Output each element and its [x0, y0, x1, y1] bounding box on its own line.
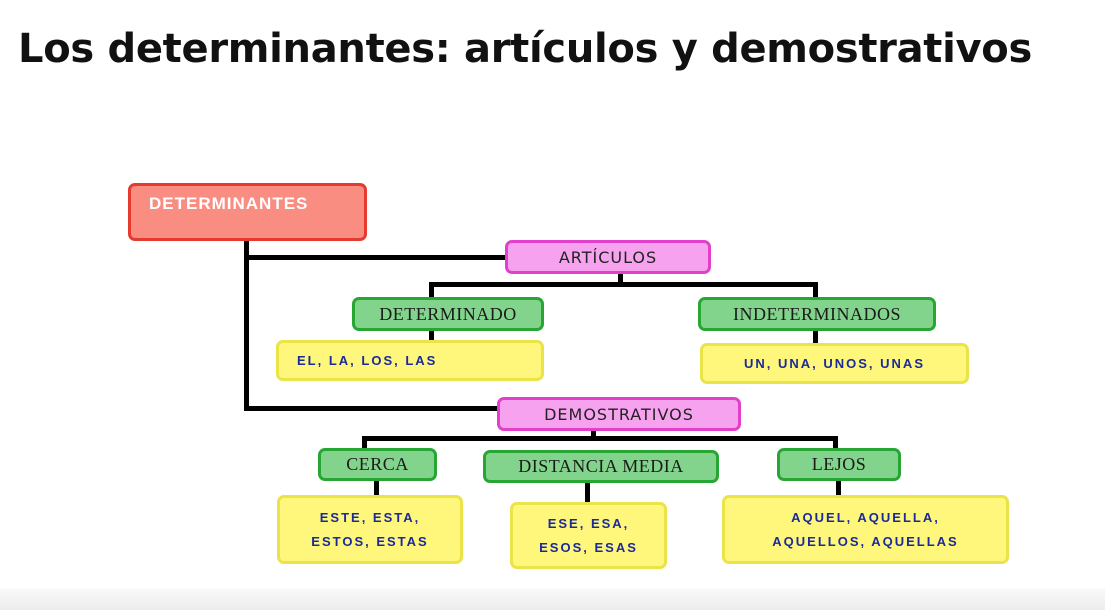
connector-line	[429, 329, 434, 341]
connector-line	[244, 406, 498, 411]
connector-line	[836, 479, 841, 496]
page-title: Los determinantes: artículos y demostrat…	[18, 26, 1032, 72]
connector-line	[362, 436, 367, 449]
node-distancia-media: DISTANCIA MEDIA	[483, 450, 719, 483]
examples-indeterminados: UN, UNA, UNOS, UNAS	[700, 343, 969, 384]
connector-line	[429, 282, 818, 287]
connector-line	[833, 436, 838, 449]
node-determinado: DETERMINADO	[352, 297, 544, 331]
node-demostrativos: DEMOSTRATIVOS	[497, 397, 741, 431]
node-indeterminados: INDETERMINADOS	[698, 297, 936, 331]
examples-line: ESOS, ESAS	[539, 539, 638, 555]
connector-line	[813, 329, 818, 344]
connector-line	[591, 429, 596, 439]
connector-line	[429, 282, 434, 298]
node-cerca: CERCA	[318, 448, 437, 481]
examples-line: ESE, ESA,	[547, 515, 630, 531]
node-determinantes: DETERMINANTES	[128, 183, 367, 241]
node-articulos: ARTÍCULOS	[505, 240, 711, 274]
connector-line	[244, 240, 249, 410]
examples-lejos: AQUEL, AQUELLA, AQUELLOS, AQUELLAS	[722, 495, 1009, 564]
connector-line	[618, 272, 623, 286]
examples-determinado: EL, LA, LOS, LAS	[276, 340, 544, 381]
bottom-bar	[0, 588, 1105, 610]
connector-line	[244, 255, 506, 260]
examples-line: ESTE, ESTA,	[319, 509, 421, 525]
connector-line	[813, 282, 818, 298]
examples-line: AQUEL, AQUELLA,	[791, 509, 940, 525]
connector-line	[374, 479, 379, 496]
connector-line	[362, 436, 838, 441]
connector-line	[585, 481, 590, 503]
examples-distancia-media: ESE, ESA, ESOS, ESAS	[510, 502, 667, 569]
examples-line: AQUELLOS, AQUELLAS	[772, 533, 959, 549]
examples-cerca: ESTE, ESTA, ESTOS, ESTAS	[277, 495, 463, 564]
examples-line: ESTOS, ESTAS	[311, 533, 429, 549]
node-lejos: LEJOS	[777, 448, 901, 481]
